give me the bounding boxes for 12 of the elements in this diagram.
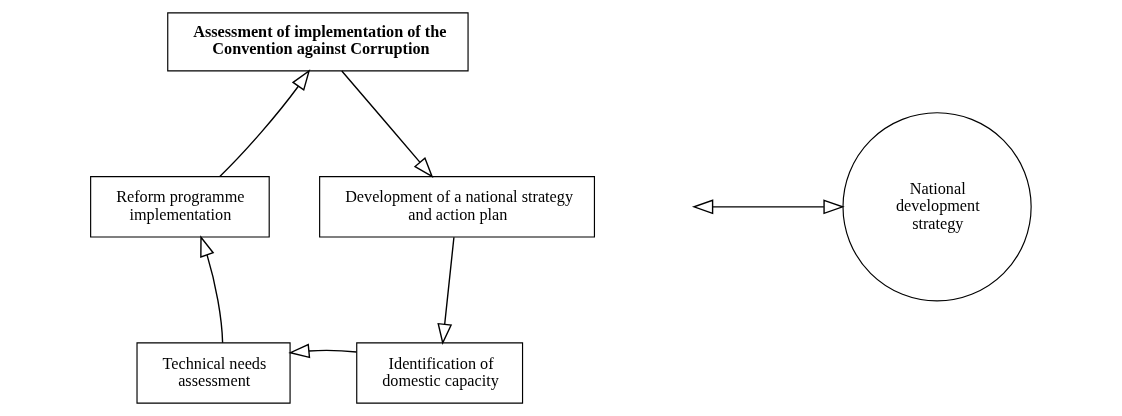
node-box: Identification of domestic capacity — [356, 342, 524, 404]
node-box: Assessment of implementation of the Convention against Corruption — [167, 12, 469, 72]
node-box: Reform programme implementation — [90, 176, 270, 238]
arrow — [288, 343, 358, 359]
arrow — [219, 69, 311, 178]
arrow — [341, 70, 434, 179]
arrow — [200, 235, 224, 344]
node-circle: National development strategy — [842, 112, 1032, 302]
node-box: Development of a national strategy and action plan — [319, 176, 596, 238]
node-box: Technical needs assessment — [136, 342, 291, 404]
arrow — [437, 236, 455, 345]
arrow — [691, 199, 845, 215]
